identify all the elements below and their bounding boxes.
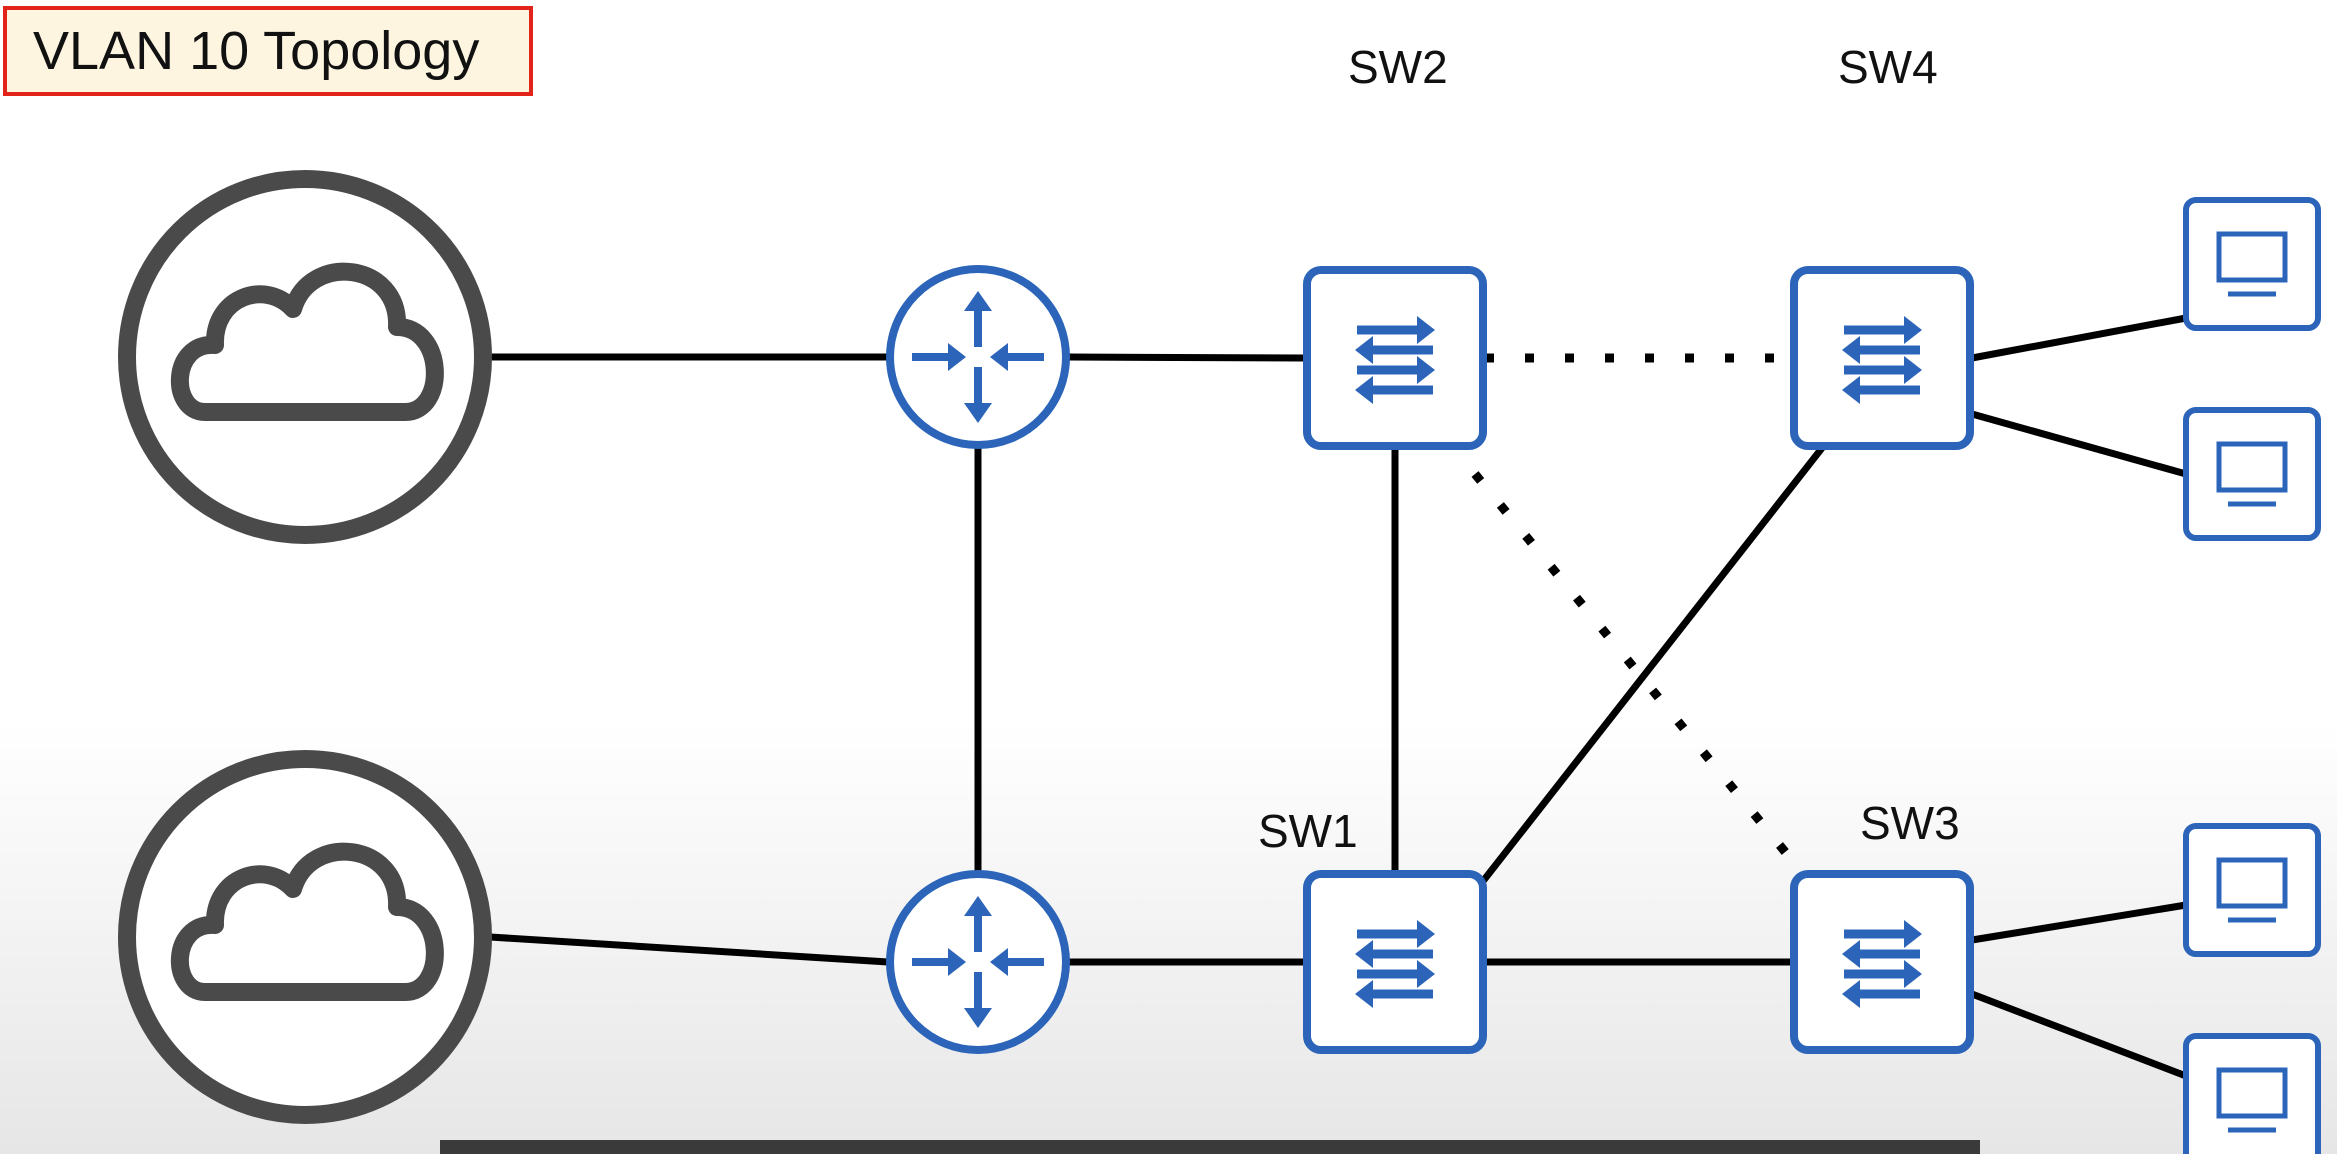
link-sw3-pc-4: [1970, 990, 2188, 1080]
router-router-top-icon: [886, 265, 1070, 449]
links-layer: [489, 314, 2188, 1080]
link-router-top-sw2: [1067, 353, 1306, 362]
switch-sw1-icon: [1303, 870, 1487, 1054]
switch-label-sw3: SW3: [1860, 797, 1960, 849]
link-internet-bottom-router-bottom: [489, 933, 889, 966]
cloud-internet-bottom-icon: [118, 750, 492, 1124]
link-sw4-pc-1: [1971, 314, 2187, 362]
link-sw3-pc-3: [1971, 901, 2187, 944]
link-sw2-sw3-blocked: [1471, 471, 1804, 873]
switch-sw3-icon: [1790, 870, 1974, 1054]
pc-pc-3-icon: [2183, 823, 2321, 957]
router-router-bottom-icon: [886, 870, 1070, 1054]
switch-label-sw4: SW4: [1838, 41, 1938, 93]
pc-pc-4-icon: [2183, 1033, 2321, 1154]
subtitle-caption-bar: [440, 1140, 1980, 1154]
pc-pc-1-icon: [2183, 197, 2321, 331]
switch-label-sw1: SW1: [1258, 805, 1358, 857]
pc-pc-2-icon: [2183, 407, 2321, 541]
link-sw4-pc-2: [1971, 410, 2187, 478]
switch-label-sw2: SW2: [1348, 41, 1448, 93]
switch-sw4-icon: [1790, 266, 1974, 450]
switch-sw2-icon: [1303, 266, 1487, 450]
cloud-internet-top-icon: [118, 170, 492, 544]
link-sw1-sw4: [1477, 445, 1825, 888]
diagram-title: VLAN 10 Topology: [3, 6, 533, 96]
devices-layer: [118, 170, 2321, 1154]
